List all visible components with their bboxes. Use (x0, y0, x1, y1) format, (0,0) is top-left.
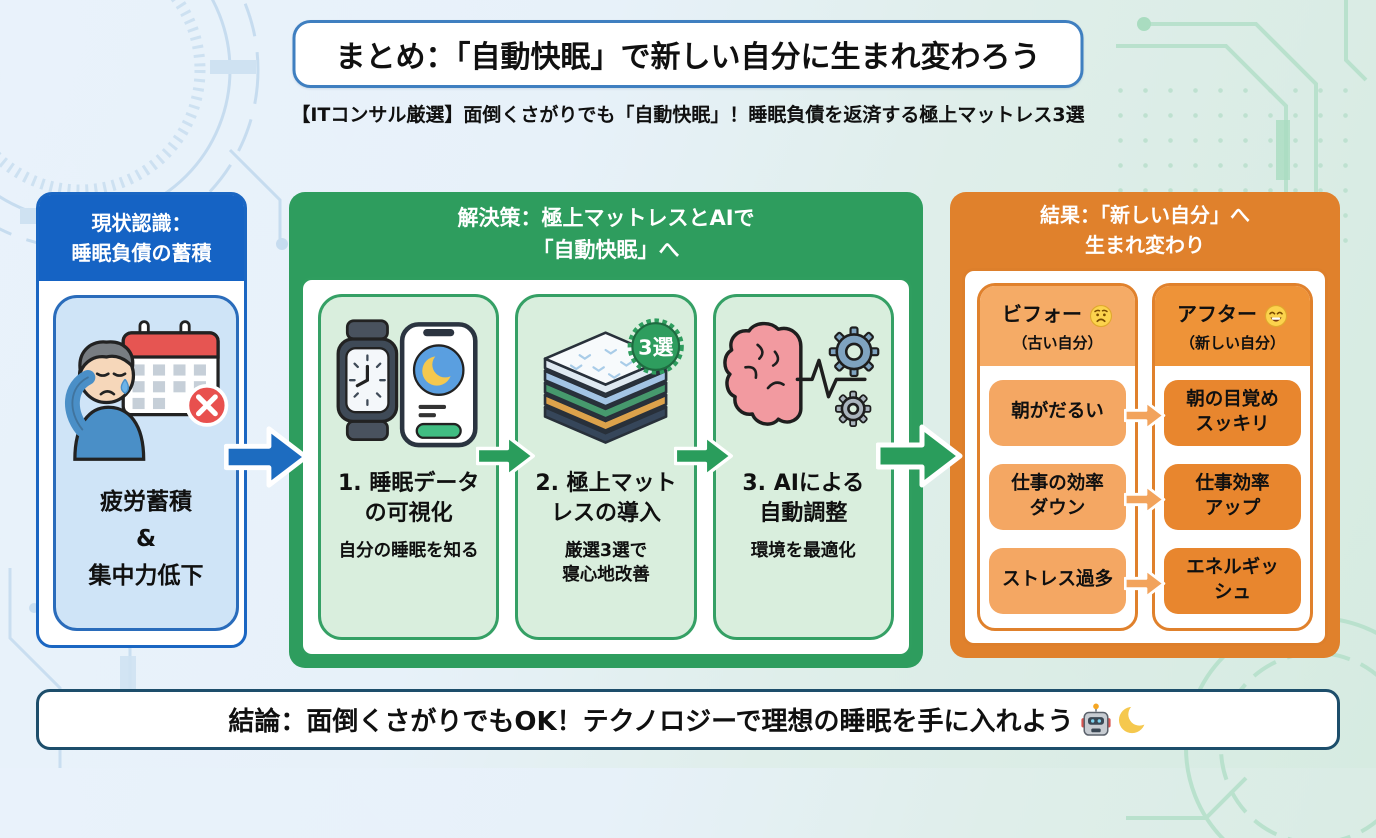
result-header: 結果：「新しい自分」へ 生まれ変わり (1040, 203, 1250, 257)
solution-body: 1. 睡眠データ の可視化 自分の睡眠を知る (300, 277, 912, 657)
after-item: 仕事効率 アップ (1164, 463, 1301, 530)
step-card-1: 1. 睡眠データ の可視化 自分の睡眠を知る (318, 294, 500, 640)
mattress-stack-icon: 3選 (543, 318, 684, 444)
step-subtitle: 厳選3選で 寝心地改善 (562, 541, 650, 585)
after-title: アフター (1157, 298, 1308, 328)
crescent-moon-emoji (1118, 704, 1148, 733)
step-card-2: 3選 2. 極上マット レスの導入 厳選3選で 寝心地改善 (515, 294, 697, 640)
before-title: ビフォー (982, 298, 1133, 328)
before-item: ストレス過多 (989, 547, 1126, 614)
step-arrow-icon (476, 434, 535, 478)
gear-large (829, 326, 880, 378)
step-arrow-icon (674, 434, 733, 478)
before-after-arrow-icon (1124, 484, 1166, 515)
solution-to-result-arrow-icon (876, 424, 963, 488)
problem-body: 疲労蓄積 & 集中力低下 (39, 281, 244, 645)
tired-person-calendar-icon (64, 320, 229, 461)
problem-caption: 疲労蓄積 & 集中力低下 (88, 489, 204, 589)
gear-small (835, 390, 872, 427)
step-subtitle: 環境を最適化 (750, 541, 856, 562)
solution-box: 解決策：極上マットレスとAIで 「自動快眠」へ (289, 192, 923, 668)
after-column: アフター （新しい自分） 朝の目覚め スッキリ 仕事効率 アップ エネルギッ シ… (1152, 283, 1313, 631)
before-after-arrow-icon (1124, 568, 1166, 599)
step-title: 1. 睡眠データ の可視化 (338, 471, 480, 526)
problem-box: 現状認識： 睡眠負債の蓄積 (36, 192, 247, 648)
smartwatch-phone-icon (336, 319, 478, 448)
problem-card: 疲労蓄積 & 集中力低下 (53, 295, 239, 631)
step-title: 2. 極上マット レスの導入 (535, 471, 677, 526)
problem-header: 現状認識： 睡眠負債の蓄積 (39, 195, 244, 281)
before-items: 朝がだるい 仕事の効率 ダウン ストレス過多 (980, 366, 1135, 628)
result-box: 結果：「新しい自分」へ 生まれ変わり ビフォー （古い自分） (950, 192, 1340, 658)
conclusion-banner: 結論：面倒くさがりでもOK！テクノロジーで理想の睡眠を手に入れよう (36, 689, 1340, 750)
after-column-header: アフター （新しい自分） (1155, 286, 1310, 366)
before-item: 朝がだるい (989, 379, 1126, 446)
article-subtitle: 【ITコンサル厳選】面倒くさがりでも「自動快眠」！睡眠負債を返済する極上マットレ… (291, 104, 1085, 126)
before-column-header: ビフォー （古い自分） (980, 286, 1135, 366)
worried-face-emoji (1089, 304, 1113, 327)
robot-emoji (1080, 703, 1111, 736)
after-items: 朝の目覚め スッキリ 仕事効率 アップ エネルギッ シュ (1155, 366, 1310, 628)
problem-to-solution-arrow-icon (224, 426, 309, 488)
solution-header: 解決策：極上マットレスとAIで 「自動快眠」へ (457, 206, 755, 262)
step-title: 3. AIによる 自動調整 (742, 471, 865, 526)
step-card-3: 3. AIによる 自動調整 環境を最適化 (712, 294, 894, 640)
result-body: ビフォー （古い自分） 朝がだるい 仕事の効率 ダウン ストレス過多 (962, 268, 1328, 646)
summary-title-banner: まとめ：「自動快眠」で新しい自分に生まれ変わろう (292, 20, 1084, 88)
before-note: （古い自分） (1012, 333, 1103, 352)
grinning-face-emoji (1264, 304, 1288, 327)
conclusion-text: 結論：面倒くさがりでもOK！テクノロジーで理想の睡眠を手に入れよう (228, 707, 1074, 737)
three-selection-badge: 3選 (638, 335, 673, 359)
summary-title: まとめ：「自動快眠」で新しい自分に生まれ変わろう (335, 40, 1041, 75)
before-column: ビフォー （古い自分） 朝がだるい 仕事の効率 ダウン ストレス過多 (977, 283, 1138, 631)
brain-gears-icon (723, 321, 880, 427)
after-item: エネルギッ シュ (1164, 547, 1301, 614)
before-after-arrow-icon (1124, 400, 1166, 431)
before-item: 仕事の効率 ダウン (989, 463, 1126, 530)
step-subtitle: 自分の睡眠を知る (338, 541, 479, 562)
after-item: 朝の目覚め スッキリ (1164, 379, 1301, 446)
after-note: （新しい自分） (1179, 333, 1285, 352)
